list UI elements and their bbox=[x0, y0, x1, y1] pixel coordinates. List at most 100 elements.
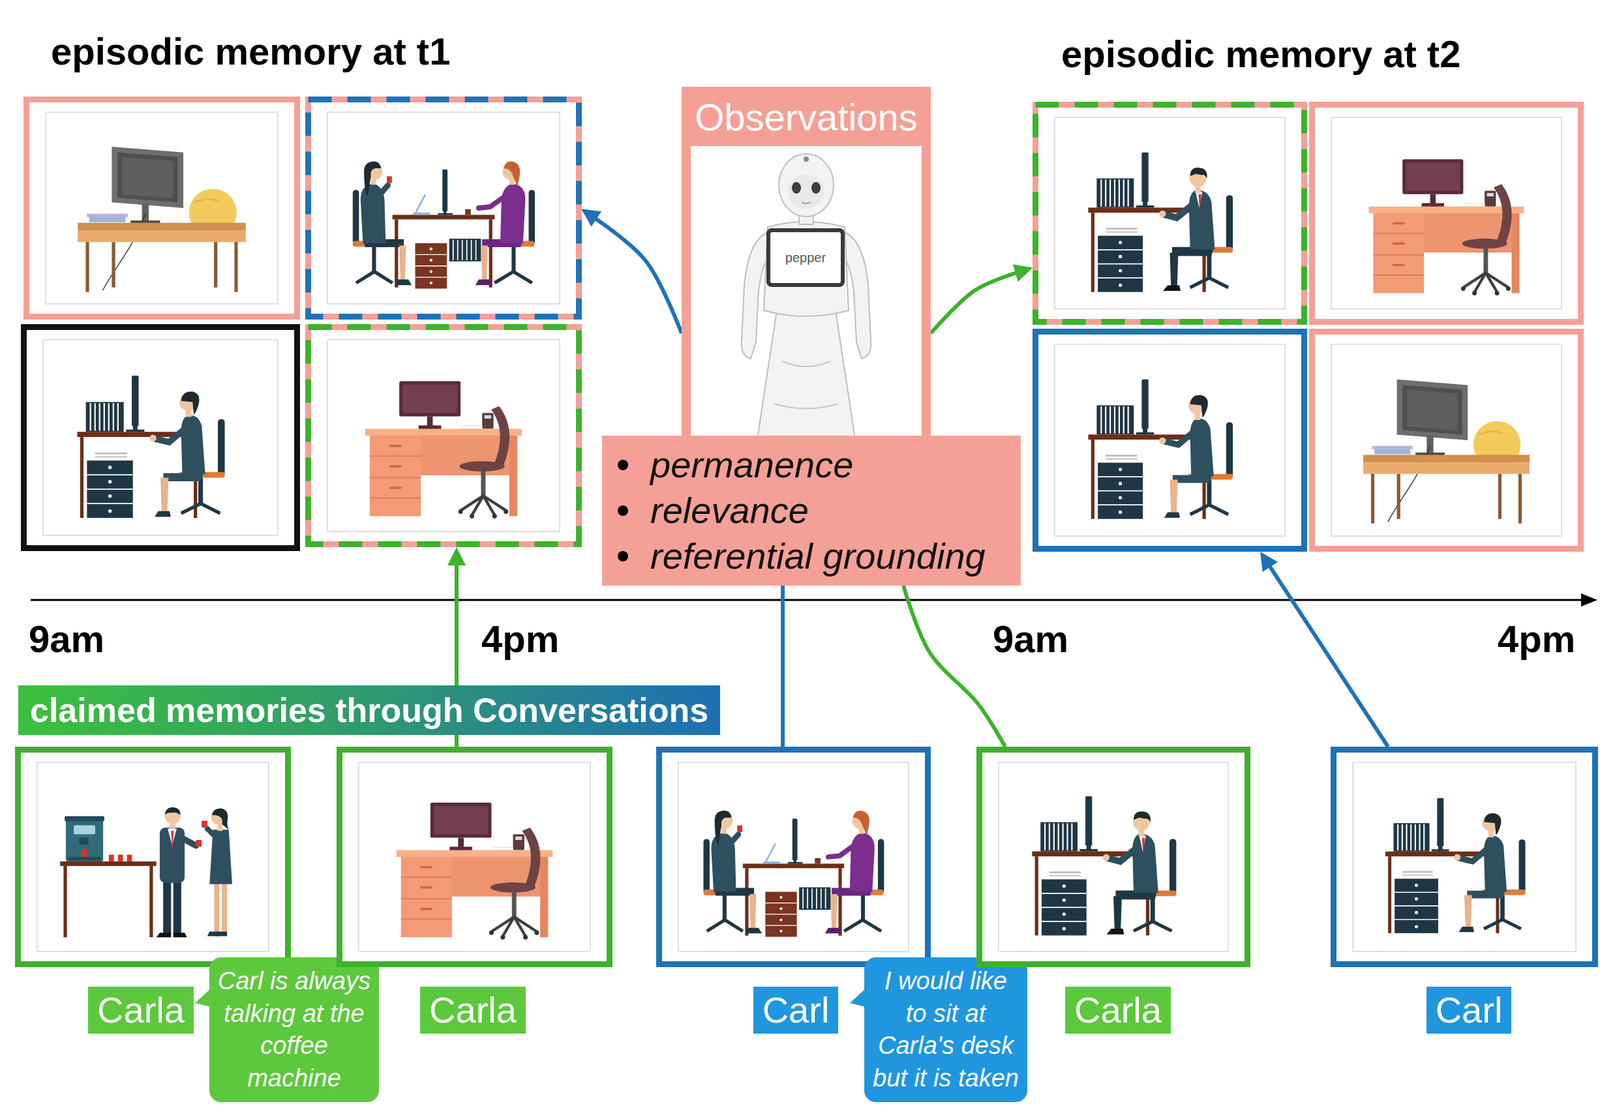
group-heading: episodic memory at t1 bbox=[50, 30, 451, 74]
tile-border bbox=[24, 327, 298, 549]
conversation-tile: Carl bbox=[1330, 746, 1599, 968]
tile-ground bbox=[1032, 328, 1308, 552]
connector bbox=[589, 214, 682, 334]
tile-border bbox=[308, 327, 580, 545]
picture-frame bbox=[1331, 344, 1562, 537]
memory-tile bbox=[305, 96, 582, 320]
bubble-tail-shape bbox=[849, 988, 866, 1008]
speaker-tag: Carl bbox=[1426, 986, 1512, 1034]
office-scene bbox=[352, 161, 535, 289]
bullet-dot bbox=[617, 459, 629, 471]
speaker-tag: Carla bbox=[88, 986, 194, 1034]
tile-border bbox=[339, 750, 610, 965]
office-scene bbox=[1363, 379, 1530, 524]
criterion-text: referential grounding bbox=[650, 535, 986, 578]
picture-frame bbox=[1352, 762, 1576, 952]
tile-border-dash bbox=[1035, 105, 1305, 323]
tile-border-dash bbox=[308, 99, 580, 317]
tile-border bbox=[1333, 750, 1596, 965]
office-scene bbox=[365, 380, 522, 519]
bubble-tail bbox=[849, 987, 866, 1010]
connector bbox=[454, 735, 459, 747]
tile-picture bbox=[1032, 328, 1308, 552]
picture-frame bbox=[1331, 117, 1562, 310]
tile-picture bbox=[305, 324, 582, 548]
tile-picture bbox=[1309, 328, 1584, 552]
speaker-tag: Carl bbox=[753, 986, 839, 1034]
band-label: claimed memories through Conversations bbox=[30, 685, 709, 736]
tile-ground bbox=[1309, 101, 1584, 325]
time-label-holder: 4pm bbox=[481, 615, 567, 662]
picture-frame bbox=[1054, 344, 1285, 537]
picture-frame bbox=[327, 339, 560, 532]
connector bbox=[903, 585, 1006, 747]
picture-frame bbox=[358, 762, 591, 952]
office-scene bbox=[77, 146, 246, 293]
tile-border bbox=[1312, 332, 1582, 550]
office-scene bbox=[76, 375, 225, 518]
time-axis-line bbox=[30, 599, 1584, 602]
criterion-text: relevance bbox=[650, 489, 809, 532]
speaker-name: Carl bbox=[1435, 989, 1503, 1032]
time-label: 9am bbox=[992, 617, 1069, 661]
bubble-tail bbox=[195, 987, 211, 1010]
tile-picture bbox=[336, 746, 613, 968]
robot-screen-text: pepper bbox=[785, 250, 826, 266]
speaker-tag: Carla bbox=[1065, 986, 1171, 1034]
speaker-name: Carla bbox=[1074, 989, 1162, 1032]
memory-tile bbox=[1032, 101, 1308, 325]
picture-frame bbox=[1054, 117, 1285, 310]
time-axis-head bbox=[1581, 593, 1598, 607]
bullet-dot bbox=[617, 505, 629, 516]
tile-picture bbox=[23, 96, 301, 320]
tile-ground bbox=[23, 96, 301, 320]
office-scene bbox=[60, 807, 233, 938]
time-label-holder: 9am bbox=[28, 615, 114, 662]
tile-ground bbox=[336, 746, 613, 968]
time-label-holder: 9am bbox=[992, 615, 1078, 662]
time-label-holder: 4pm bbox=[1497, 615, 1583, 662]
criteria-box: permanencerelevancereferential grounding bbox=[602, 435, 1021, 586]
criterion-row: permanence bbox=[617, 442, 1008, 488]
conversation-tile: Carl bbox=[656, 746, 931, 968]
speaker-name: Carla bbox=[97, 989, 185, 1032]
memory-tile bbox=[305, 324, 582, 548]
speech-bubble: I would like to sit at Carla's desk but … bbox=[864, 957, 1028, 1103]
tile-ground bbox=[656, 746, 931, 968]
picture-frame bbox=[37, 762, 269, 952]
group-heading: episodic memory at t2 bbox=[1061, 32, 1461, 77]
office-scene bbox=[1087, 379, 1233, 520]
time-label: 9am bbox=[28, 617, 105, 661]
bubble-tail-shape bbox=[195, 988, 211, 1008]
criterion-text: permanence bbox=[650, 444, 854, 486]
tile-border bbox=[979, 750, 1248, 965]
robot-screen-text-holder: pepper bbox=[770, 232, 841, 284]
tile-ground bbox=[305, 96, 582, 320]
criterion-row: relevance bbox=[617, 487, 1008, 534]
memory-tile bbox=[1032, 328, 1308, 552]
time-label: 4pm bbox=[1497, 617, 1576, 661]
memory-tile bbox=[23, 96, 301, 320]
tile-border bbox=[26, 99, 298, 317]
box-title: Observations bbox=[681, 86, 931, 140]
tile-border bbox=[659, 750, 929, 965]
office-scene bbox=[1031, 796, 1177, 936]
office-scene bbox=[1368, 159, 1524, 296]
tile-ground bbox=[20, 324, 301, 552]
tile-ground bbox=[1330, 746, 1599, 968]
criterion-row: referential grounding bbox=[617, 533, 1008, 580]
office-scene bbox=[703, 810, 885, 937]
tile-ground bbox=[15, 746, 291, 968]
robot-figure bbox=[690, 146, 922, 439]
tile-ground bbox=[976, 746, 1251, 968]
speaker-name: Carl bbox=[762, 989, 830, 1032]
conversation-tile: Carla bbox=[336, 746, 613, 968]
memory-group: episodic memory at t1 bbox=[18, 26, 588, 556]
tile-ground bbox=[305, 324, 582, 548]
speech-bubble: Carl is always talking at the coffee mac… bbox=[209, 957, 379, 1103]
tile-picture bbox=[1032, 101, 1308, 325]
tile-picture bbox=[15, 746, 291, 968]
conversation-band: claimed memories through Conversations bbox=[18, 685, 721, 736]
office-scene bbox=[1385, 798, 1526, 934]
